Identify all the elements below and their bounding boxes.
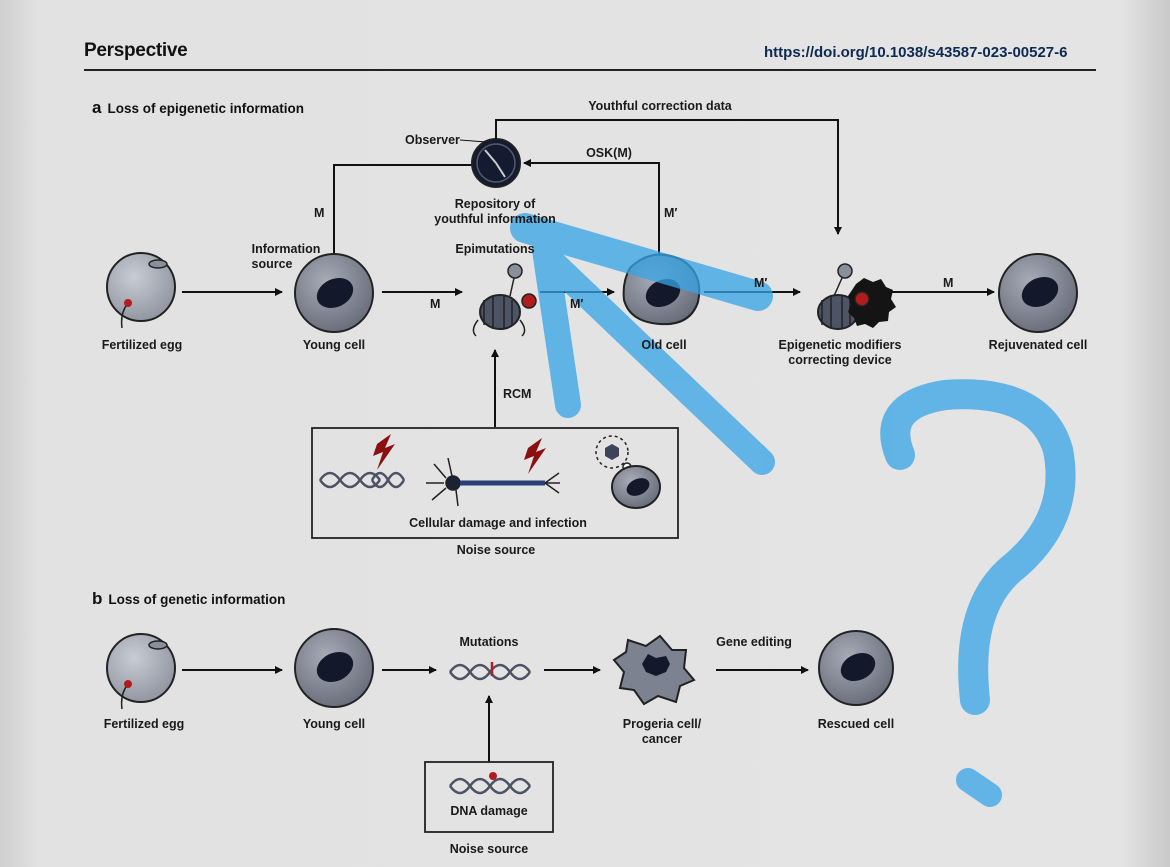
epimutations-label: Epimutations — [455, 242, 535, 256]
progeria-cell-icon — [612, 634, 696, 706]
blue-scribble-annotation — [510, 213, 1076, 807]
noise-box-b — [424, 761, 554, 833]
page-title: Perspective — [84, 40, 188, 61]
clock-icon — [471, 138, 521, 188]
panel-b-letter: b — [92, 589, 103, 608]
dna-icon — [448, 662, 532, 681]
progeria-label-1: Progeria cell/ — [622, 717, 702, 731]
rejuvenated-cell-label: Rejuvenated cell — [988, 338, 1088, 352]
noise-source-label-b: Noise source — [449, 842, 529, 856]
lightning-icon — [373, 434, 395, 470]
rcm-label: RCM — [503, 387, 532, 401]
neuron-icon — [426, 457, 560, 507]
virus-icon — [595, 435, 661, 509]
nucleosome-icon — [472, 263, 537, 337]
device-label-1: Epigenetic modifiers — [778, 338, 902, 352]
dna-damage-label: DNA damage — [450, 804, 528, 818]
mutations-label: Mutations — [459, 635, 519, 649]
panel-b-title: b Loss of genetic information — [92, 589, 285, 609]
young-cell-icon — [294, 253, 374, 333]
rescued-cell-icon — [818, 630, 894, 706]
dna-icon — [318, 471, 406, 489]
young-cell-icon — [294, 628, 374, 708]
fertilized-egg-icon — [106, 252, 176, 329]
panel-a-title-text: Loss of epigenetic information — [107, 101, 304, 116]
correcting-device-icon — [817, 263, 896, 330]
m-prime-label-old-up: M′ — [664, 206, 678, 220]
info-source-label-2: source — [251, 257, 293, 271]
repository-label-1: Repository of — [454, 197, 536, 211]
info-source-label-1: Information — [251, 242, 321, 256]
panel-a-letter: a — [92, 98, 102, 117]
m-label-young-up: M — [314, 206, 325, 220]
progeria-label-2: cancer — [641, 732, 683, 746]
lightning-icon — [524, 438, 546, 474]
osk-label: OSK(M) — [586, 146, 632, 160]
old-cell-label: Old cell — [641, 338, 687, 352]
young-cell-label-b: Young cell — [302, 717, 366, 731]
panel-b-title-text: Loss of genetic information — [108, 592, 286, 607]
young-cell-label-a: Young cell — [302, 338, 366, 352]
rescued-cell-label: Rescued cell — [817, 717, 895, 731]
noise-box-a — [311, 427, 679, 539]
doi-link[interactable]: https://doi.org/10.1038/s43587-023-00527… — [764, 44, 1068, 61]
panel-a-title: a Loss of epigenetic information — [92, 98, 304, 118]
device-label-2: correcting device — [788, 353, 892, 367]
youthful-correction-label: Youthful correction data — [588, 99, 732, 113]
fertilized-egg-label-b: Fertilized egg — [103, 717, 185, 731]
header-rule — [84, 69, 1096, 71]
fertilized-egg-icon — [106, 633, 176, 710]
m-label-device-rejuv: M — [943, 276, 954, 290]
damage-caption: Cellular damage and infection — [409, 516, 587, 530]
rejuvenated-cell-icon — [998, 253, 1078, 333]
dna-icon — [448, 777, 532, 795]
gene-editing-label: Gene editing — [716, 635, 792, 649]
noise-source-label-a: Noise source — [456, 543, 536, 557]
m-label-young-epi: M — [430, 297, 441, 311]
repository-label-2: youthful information — [434, 212, 556, 226]
m-prime-label-old-device: M′ — [754, 276, 768, 290]
m-prime-label-epi-old: M′ — [570, 297, 584, 311]
observer-label: Observer — [405, 133, 460, 147]
fertilized-egg-label-a: Fertilized egg — [101, 338, 183, 352]
